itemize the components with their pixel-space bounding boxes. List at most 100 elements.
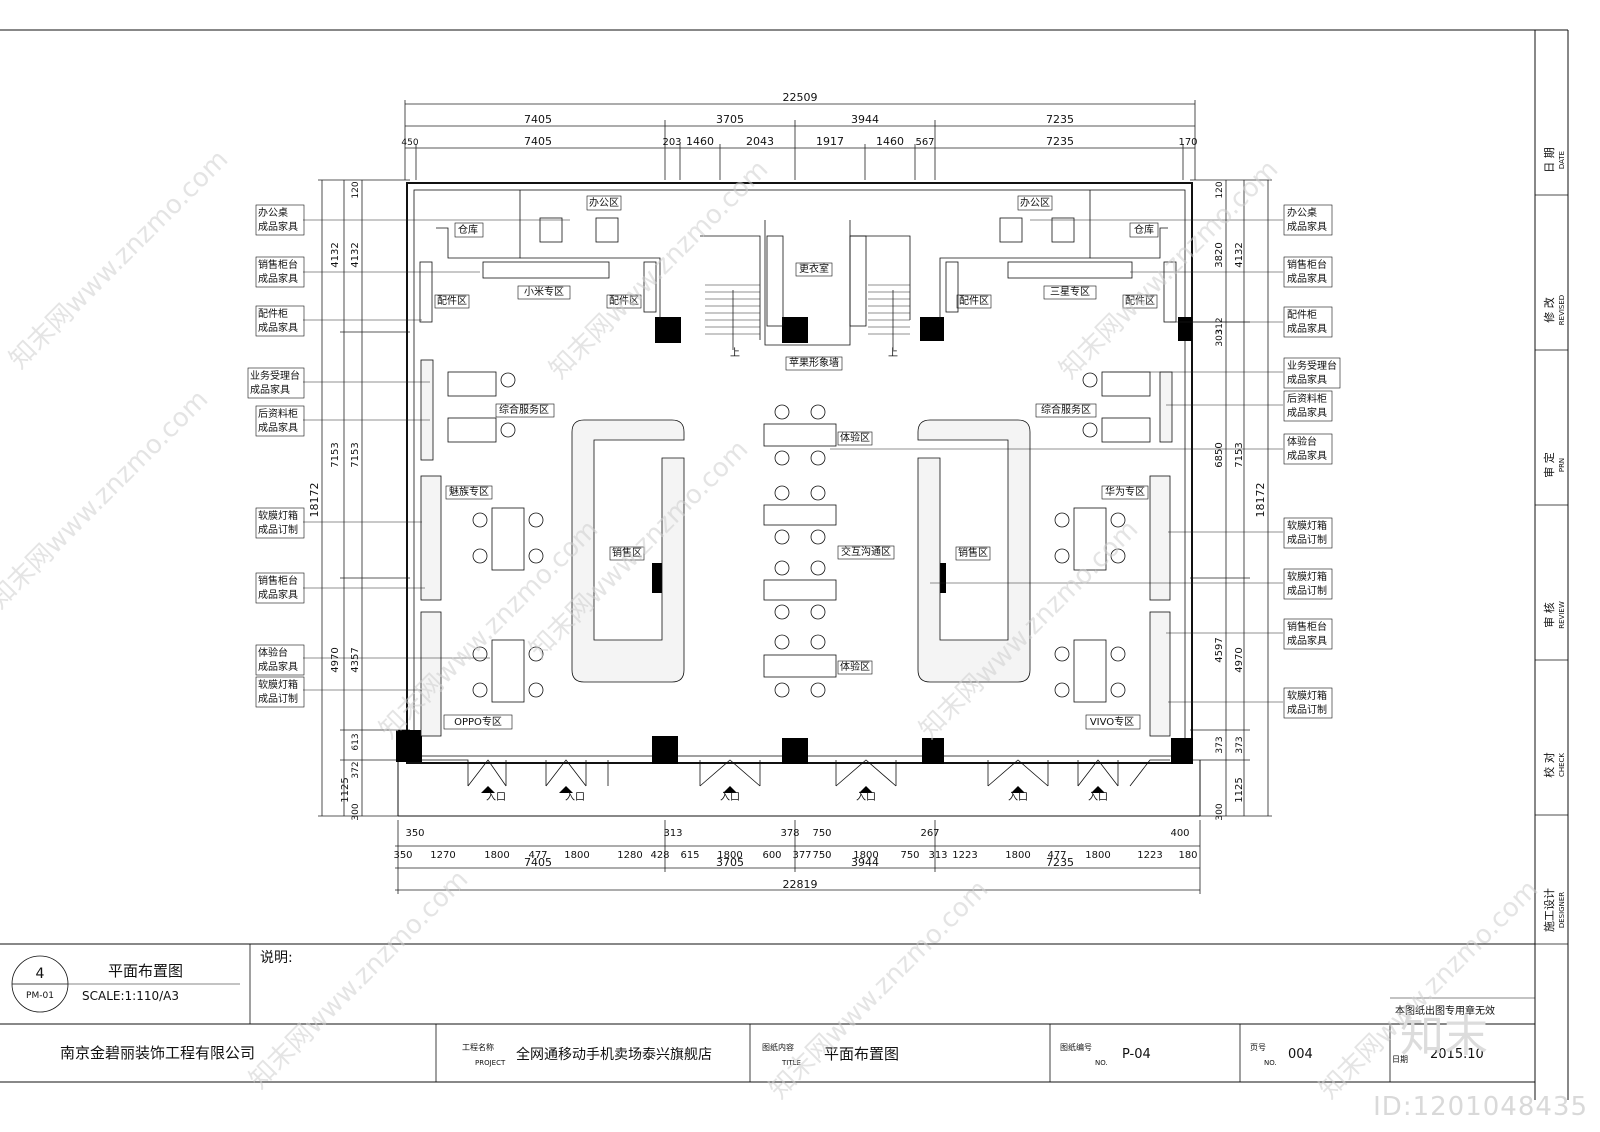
dim-right-labels: 3820 312 6850 4597 4132 7153 4970 18172 … bbox=[1214, 181, 1267, 820]
label-huawei: 华为专区 bbox=[1105, 485, 1145, 498]
svg-text:1460: 1460 bbox=[876, 135, 904, 148]
stair-up-right: 上 bbox=[888, 347, 898, 359]
svg-text:7153: 7153 bbox=[330, 442, 341, 467]
svg-text:1460: 1460 bbox=[686, 135, 714, 148]
svg-text:750: 750 bbox=[812, 850, 831, 861]
content-name: 平面布置图 bbox=[824, 1045, 899, 1063]
svg-text:软膜灯箱: 软膜灯箱 bbox=[1287, 689, 1327, 702]
svg-text:2043: 2043 bbox=[746, 135, 774, 148]
svg-text:PRN: PRN bbox=[1558, 458, 1566, 472]
label-vivo: VIVO专区 bbox=[1090, 715, 1134, 728]
svg-text:300: 300 bbox=[1215, 803, 1225, 820]
svg-text:成品家具: 成品家具 bbox=[1287, 220, 1327, 233]
dim-top-total: 22509 bbox=[783, 91, 818, 104]
svg-text:成品家具: 成品家具 bbox=[1287, 373, 1327, 386]
svg-text:428: 428 bbox=[650, 850, 669, 861]
label-service-left: 综合服务区 bbox=[499, 403, 549, 416]
svg-text:1800: 1800 bbox=[484, 850, 509, 861]
dim-top-row1: 7405 3705 3944 7235 bbox=[524, 113, 1074, 126]
svg-text:615: 615 bbox=[680, 850, 699, 861]
project-label-cn: 工程名称 bbox=[462, 1042, 494, 1052]
svg-text:4970: 4970 bbox=[1234, 647, 1245, 672]
svg-text:配件柜: 配件柜 bbox=[258, 307, 288, 320]
page-number-value: 004 bbox=[1288, 1047, 1313, 1062]
svg-text:知末网www.znzmo.com: 知末网www.znzmo.com bbox=[764, 874, 995, 1105]
svg-text:4597: 4597 bbox=[1214, 637, 1225, 662]
svg-text:体验台: 体验台 bbox=[258, 646, 288, 659]
svg-text:7153: 7153 bbox=[1234, 442, 1245, 467]
label-service-right: 综合服务区 bbox=[1041, 403, 1091, 416]
svg-text:日 期: 日 期 bbox=[1543, 147, 1556, 173]
number-label-en: NO. bbox=[1095, 1059, 1108, 1067]
storefront bbox=[422, 759, 1170, 787]
svg-text:DESIGNER: DESIGNER bbox=[1558, 892, 1566, 928]
stair-up-left: 上 bbox=[730, 347, 740, 359]
svg-text:后资料柜: 后资料柜 bbox=[258, 407, 298, 420]
content-label-cn: 图纸内容 bbox=[762, 1042, 794, 1052]
svg-text:销售柜台: 销售柜台 bbox=[1287, 620, 1327, 633]
label-experience-bottom: 体验区 bbox=[840, 660, 870, 673]
stairs bbox=[705, 284, 910, 350]
svg-text:600: 600 bbox=[762, 850, 781, 861]
svg-text:软膜灯箱: 软膜灯箱 bbox=[1287, 519, 1327, 532]
dim-bottom-total: 22819 bbox=[783, 878, 818, 891]
svg-text:1917: 1917 bbox=[816, 135, 844, 148]
label-office-left: 办公区 bbox=[589, 196, 619, 209]
number-label-cn: 图纸编号 bbox=[1060, 1042, 1092, 1052]
svg-text:450: 450 bbox=[401, 138, 418, 148]
dimensions-top bbox=[404, 100, 1196, 180]
label-sales-left: 销售区 bbox=[612, 546, 642, 559]
svg-text:377: 377 bbox=[792, 850, 811, 861]
svg-text:7405: 7405 bbox=[524, 135, 552, 148]
svg-text:销售柜台: 销售柜台 bbox=[1287, 258, 1327, 271]
svg-text:1800: 1800 bbox=[1005, 850, 1030, 861]
svg-text:软膜灯箱: 软膜灯箱 bbox=[1287, 570, 1327, 583]
svg-text:成品订制: 成品订制 bbox=[1287, 533, 1327, 546]
svg-text:3944: 3944 bbox=[851, 856, 879, 869]
svg-text:373: 373 bbox=[1215, 736, 1225, 753]
svg-text:4970: 4970 bbox=[330, 647, 341, 672]
watermark-id: ID:1201048435 bbox=[1373, 1092, 1588, 1122]
label-parts-r2: 配件区 bbox=[1125, 295, 1155, 307]
drawing-number-value: P-04 bbox=[1122, 1047, 1151, 1062]
svg-text:成品家具: 成品家具 bbox=[1287, 322, 1327, 335]
svg-text:1223: 1223 bbox=[1137, 850, 1162, 861]
content-label-en: TITLE bbox=[781, 1059, 801, 1067]
svg-text:312: 312 bbox=[1215, 317, 1225, 334]
svg-text:567: 567 bbox=[915, 137, 934, 148]
svg-text:4132: 4132 bbox=[330, 242, 341, 267]
svg-text:1223: 1223 bbox=[952, 850, 977, 861]
svg-text:373: 373 bbox=[1235, 736, 1245, 753]
svg-text:办公桌: 办公桌 bbox=[258, 206, 288, 219]
service-desks bbox=[447, 217, 1151, 443]
page-label-cn: 页号 bbox=[1250, 1043, 1266, 1052]
company-name: 南京金碧丽装饰工程有限公司 bbox=[60, 1044, 255, 1062]
svg-text:成品订制: 成品订制 bbox=[258, 692, 298, 705]
svg-text:6850: 6850 bbox=[1214, 442, 1225, 467]
svg-text:18172: 18172 bbox=[1254, 483, 1267, 518]
legend-left: 办公桌 成品家具 销售柜台 成品家具 配件柜 成品家具 业务受理台 成品家具 后… bbox=[247, 204, 305, 708]
svg-text:办公桌: 办公桌 bbox=[1287, 206, 1317, 219]
svg-text:7235: 7235 bbox=[1046, 135, 1074, 148]
label-locker: 更衣室 bbox=[799, 262, 829, 275]
dim-bottom-small: 350 313 378 750 267 400 bbox=[405, 828, 1189, 839]
central-tables bbox=[763, 404, 837, 698]
svg-text:后资料柜: 后资料柜 bbox=[1287, 392, 1327, 405]
label-sales-right: 销售区 bbox=[958, 546, 988, 559]
label-apple-wall: 苹果形象墙 bbox=[789, 356, 839, 369]
revision-sidebar: 日 期 DATE 修 改 REVISED 审 定 PRN 审 核 REVIEW … bbox=[1535, 147, 1568, 945]
svg-text:知末网www.znzmo.com: 知末网www.znzmo.com bbox=[1054, 154, 1285, 385]
label-office-right: 办公区 bbox=[1020, 196, 1050, 209]
svg-text:3820: 3820 bbox=[1214, 242, 1225, 267]
dim-bottom-row2: 7405 3705 3944 7235 bbox=[524, 856, 1074, 869]
dim-bottom-row1: 350 1270 1800 477 1800 1280 428 615 1800… bbox=[393, 850, 1197, 861]
svg-text:350: 350 bbox=[393, 850, 412, 861]
svg-text:7405: 7405 bbox=[524, 856, 552, 869]
label-oppo: OPPO专区 bbox=[454, 715, 502, 728]
svg-text:成品订制: 成品订制 bbox=[258, 523, 298, 536]
entrance-label: 入口 bbox=[565, 792, 585, 803]
svg-text:477: 477 bbox=[528, 850, 547, 861]
svg-text:4132: 4132 bbox=[1234, 242, 1245, 267]
svg-text:成品家具: 成品家具 bbox=[258, 272, 298, 285]
